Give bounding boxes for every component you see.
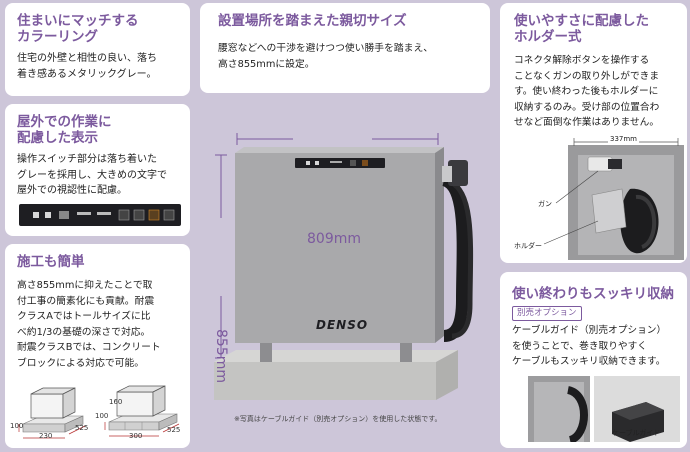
dim-b-width: 300 bbox=[129, 432, 143, 440]
width-dimension-label: 809mm bbox=[307, 231, 361, 247]
label-gun: ガン bbox=[538, 200, 552, 208]
dim-b-length: 525 bbox=[167, 426, 181, 434]
height-dimension-label: 855mm bbox=[213, 329, 229, 383]
dim-a-depth: 100 bbox=[10, 422, 24, 430]
panel-size: 設置場所を踏まえた親切サイズ 腰窓などへの干渉を避けつつ使い勝手を踏まえ、 高さ… bbox=[200, 3, 490, 93]
panel-holder: 使いやすさに配慮した ホルダー式 コネクタ解除ボタンを操作する ことなくガンの取… bbox=[500, 3, 687, 263]
brand-logo: DENSO bbox=[316, 318, 369, 332]
option-tag: 別売オプション bbox=[512, 306, 582, 321]
dim-a-length: 525 bbox=[75, 424, 89, 432]
panel-install-body: 高さ855mmに抑えたことで取 付工事の簡素化にも貢献。耐震 クラスAではトール… bbox=[17, 280, 161, 369]
dim-b-height: 160 bbox=[109, 398, 123, 406]
panel-storage: 使い終わりもスッキリ収納 別売オプション ケーブルガイド（別売オプション） を使… bbox=[500, 272, 687, 448]
panel-size-title: 設置場所を踏まえた親切サイズ bbox=[218, 13, 407, 29]
panel-display-title: 屋外での作業に 配慮した表示 bbox=[17, 114, 112, 146]
holder-measure-label: 337mm bbox=[608, 135, 639, 143]
dim-b-depth: 100 bbox=[95, 412, 109, 420]
panel-holder-body: コネクタ解除ボタンを操作する ことなくガンの取り外しができま す。使い終わった後… bbox=[514, 55, 660, 128]
panel-color-title: 住まいにマッチする カラーリング bbox=[17, 13, 139, 45]
dim-a-width: 230 bbox=[39, 432, 53, 440]
charger-image bbox=[214, 133, 474, 400]
label-holder: ホルダー bbox=[514, 242, 542, 250]
control-panel-image bbox=[19, 204, 181, 226]
panel-size-body: 腰窓などへの干渉を避けつつ使い勝手を踏まえ、 高さ855mmに設定。 bbox=[218, 43, 434, 70]
panel-holder-title: 使いやすさに配慮した ホルダー式 bbox=[514, 13, 649, 45]
panel-install-title: 施工も簡単 bbox=[17, 254, 85, 270]
panel-color-body: 住宅の外壁と相性の良い、落ち 着き感あるメタリックグレー。 bbox=[17, 53, 157, 80]
panel-storage-title: 使い終わりもスッキリ収納 bbox=[512, 286, 674, 302]
product-area: 809mm 855mm DENSO ※写真はケーブルガイド（別売オプション）を使… bbox=[200, 100, 490, 450]
panel-color: 住まいにマッチする カラーリング 住宅の外壁と相性の良い、落ち 着き感あるメタリ… bbox=[5, 3, 190, 96]
panel-storage-body: ケーブルガイド（別売オプション） を使うことで、巻き取りやすく ケーブルもスッキ… bbox=[512, 325, 667, 367]
foundation-diagram-class-a bbox=[18, 387, 86, 439]
panel-display-body: 操作スイッチ部分は落ち着いた グレーを採用し、大きめの文字で 屋外での視認性に配… bbox=[17, 154, 167, 196]
panel-install: 施工も簡単 高さ855mmに抑えたことで取 付工事の簡素化にも貢献。耐震 クラス… bbox=[5, 244, 190, 448]
label-cable-guide: ケーブルガイド bbox=[612, 429, 661, 437]
holder-image bbox=[568, 145, 684, 260]
cable-guide-image bbox=[528, 376, 680, 442]
photo-caption: ※写真はケーブルガイド（別売オプション）を使用した状態です。 bbox=[234, 415, 442, 423]
panel-display: 屋外での作業に 配慮した表示 操作スイッチ部分は落ち着いた グレーを採用し、大き… bbox=[5, 104, 190, 236]
foundation-diagram-class-b bbox=[104, 385, 180, 437]
